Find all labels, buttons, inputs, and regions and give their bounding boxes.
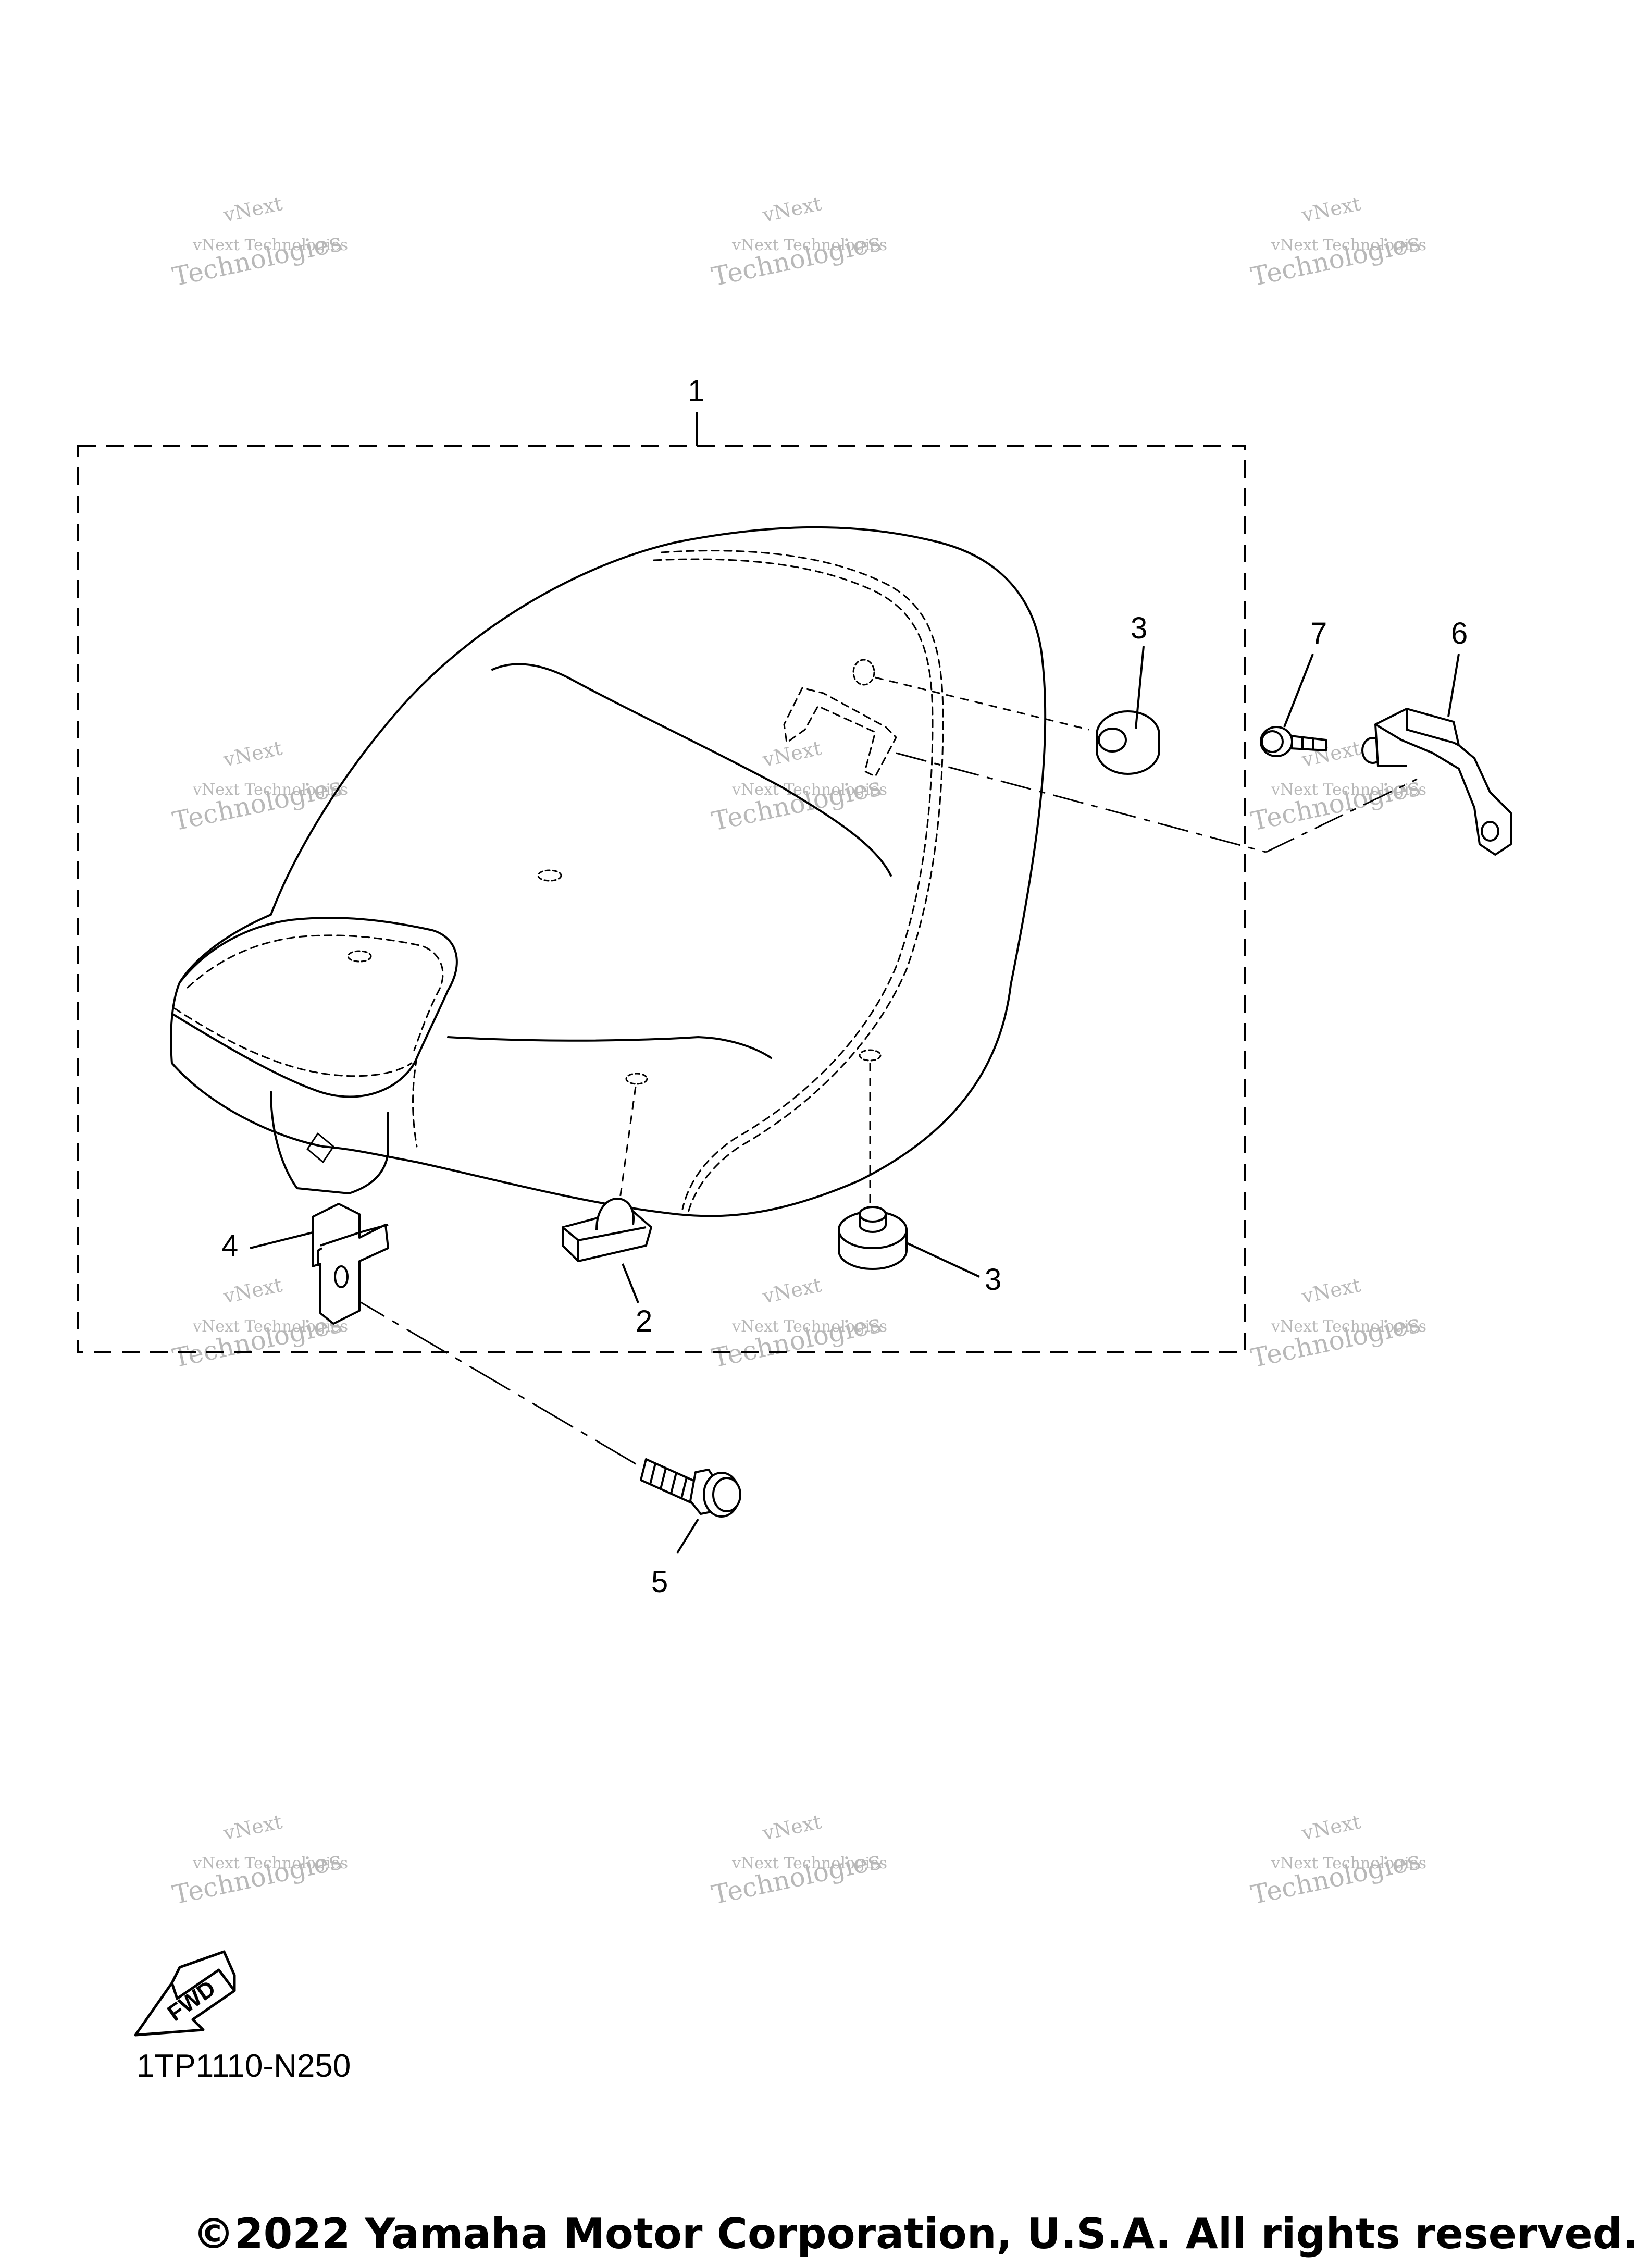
svg-text:vNext: vNext bbox=[760, 192, 824, 227]
svg-text:vNext: vNext bbox=[760, 1273, 824, 1308]
svg-text:vNext: vNext bbox=[1299, 1810, 1363, 1845]
svg-text:vNext Technologies: vNext Technologies bbox=[1271, 1854, 1426, 1872]
svg-text:vNext Technologies: vNext Technologies bbox=[731, 1854, 887, 1872]
svg-text:vNext Technologies: vNext Technologies bbox=[1271, 1317, 1426, 1336]
watermark: vNext vNext Technologies Technologies bbox=[1248, 192, 1426, 292]
svg-text:vNext: vNext bbox=[760, 736, 824, 771]
callout-2: 2 bbox=[636, 1304, 652, 1338]
assembly-frame bbox=[77, 445, 1246, 1353]
svg-text:vNext: vNext bbox=[221, 1273, 284, 1308]
callout-5: 5 bbox=[651, 1565, 668, 1599]
callout-4: 4 bbox=[221, 1229, 238, 1263]
svg-text:vNext Technologies: vNext Technologies bbox=[1271, 236, 1426, 254]
leader-6 bbox=[1447, 654, 1460, 717]
clip-part-2 bbox=[562, 1198, 652, 1262]
callout-3-lower: 3 bbox=[985, 1263, 1001, 1297]
svg-text:vNext: vNext bbox=[221, 1810, 284, 1845]
leader-3-upper bbox=[1135, 646, 1145, 729]
leader-4 bbox=[250, 1231, 313, 1249]
leader-7 bbox=[1283, 654, 1314, 728]
bolt-part-7 bbox=[1260, 726, 1327, 757]
watermark: vNext vNext Technologies Technologies bbox=[1248, 1810, 1426, 1910]
watermark: vNext vNext Technologies Technologies bbox=[1248, 1273, 1426, 1373]
watermark: vNext vNext Technologies Technologies bbox=[170, 1810, 348, 1910]
watermark: vNext vNext Technologies Technologies bbox=[170, 192, 348, 292]
bracket-part-4 bbox=[312, 1203, 389, 1325]
svg-text:vNext: vNext bbox=[1299, 1273, 1363, 1308]
svg-text:vNext: vNext bbox=[221, 192, 284, 227]
leader-5 bbox=[676, 1518, 699, 1554]
watermark: vNext vNext Technologies Technologies bbox=[709, 736, 887, 836]
svg-text:vNext Technologies: vNext Technologies bbox=[731, 1317, 887, 1336]
seat-part-1 bbox=[170, 526, 1047, 1217]
svg-text:vNext: vNext bbox=[1299, 192, 1363, 227]
callout-3-upper: 3 bbox=[1131, 611, 1147, 645]
fwd-arrow-icon: FWD bbox=[134, 1950, 236, 2037]
watermarks: vNext vNext Technologies Technologies vN… bbox=[170, 192, 1426, 1910]
svg-text:vNext Technologies: vNext Technologies bbox=[192, 1854, 348, 1872]
leader-2 bbox=[622, 1263, 639, 1303]
svg-text:vNext Technologies: vNext Technologies bbox=[1271, 781, 1426, 799]
diagram-code: 1TP1110-N250 bbox=[136, 2048, 351, 2084]
bolt-part-5 bbox=[640, 1458, 741, 1518]
connector-lines bbox=[343, 676, 1418, 1486]
svg-text:vNext Technologies: vNext Technologies bbox=[192, 781, 348, 799]
grommet-part-3-upper bbox=[1096, 710, 1160, 775]
callout-6: 6 bbox=[1451, 617, 1468, 650]
callout-7: 7 bbox=[1310, 617, 1327, 650]
watermark: vNext vNext Technologies Technologies bbox=[709, 192, 887, 292]
copyright-notice: ©2022 Yamaha Motor Corporation, U.S.A. A… bbox=[193, 2210, 1638, 2258]
svg-text:vNext: vNext bbox=[760, 1810, 824, 1845]
svg-text:vNext Technologies: vNext Technologies bbox=[731, 781, 887, 799]
svg-text:vNext: vNext bbox=[221, 736, 284, 771]
grommet-part-3-lower bbox=[838, 1206, 908, 1270]
parts-diagram: vNext vNext Technologies Technologies vN… bbox=[77, 192, 1512, 2084]
watermark: vNext vNext Technologies Technologies bbox=[709, 1273, 887, 1373]
leader-3-lower bbox=[906, 1242, 980, 1278]
watermark: vNext vNext Technologies Technologies bbox=[709, 1810, 887, 1910]
svg-text:vNext Technologies: vNext Technologies bbox=[192, 1317, 348, 1336]
callout-1: 1 bbox=[688, 374, 704, 408]
svg-text:vNext Technologies: vNext Technologies bbox=[192, 236, 348, 254]
svg-text:vNext Technologies: vNext Technologies bbox=[731, 236, 887, 254]
bracket-part-6 bbox=[1361, 708, 1512, 856]
watermark: vNext vNext Technologies Technologies bbox=[170, 736, 348, 836]
